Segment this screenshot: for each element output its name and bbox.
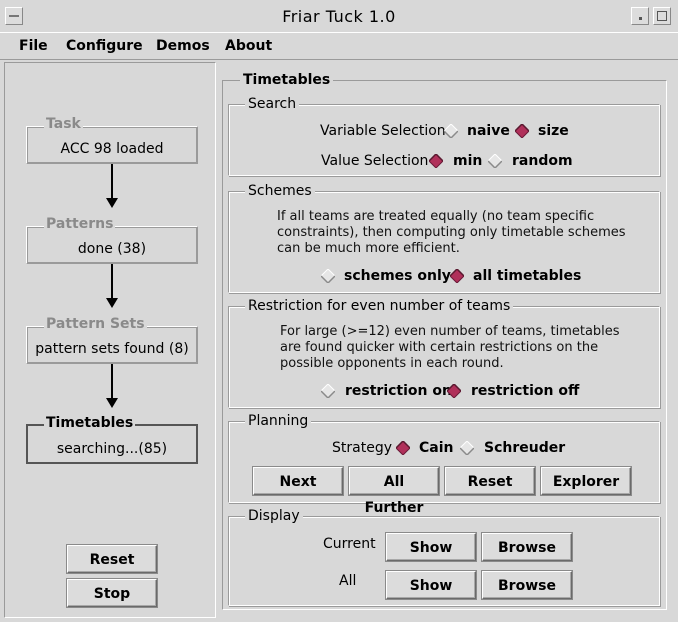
- planning-group-title: Planning: [245, 413, 312, 429]
- radio-selected-icon: [515, 124, 529, 138]
- radio-all-timetables-label[interactable]: all timetables: [473, 268, 582, 284]
- radio-all-timetables[interactable]: [450, 269, 464, 283]
- timetables-title: Timetables: [240, 72, 334, 88]
- radio-naive-label[interactable]: naive: [467, 123, 510, 139]
- radio-random[interactable]: [488, 154, 502, 168]
- flow-arrow: [111, 364, 113, 398]
- stage-task-label: Task: [44, 116, 83, 132]
- window-title: Friar Tuck 1.0: [282, 7, 396, 26]
- all-show-button[interactable]: Show: [386, 571, 476, 599]
- all-further-button[interactable]: All Further: [349, 467, 439, 516]
- menu-about[interactable]: About: [225, 38, 273, 54]
- search-group-title: Search: [245, 96, 300, 112]
- flow-arrow-head: [106, 398, 118, 408]
- restriction-description-line: are found quicker with certain restricti…: [280, 340, 599, 355]
- menu-file[interactable]: File: [19, 38, 48, 54]
- display-group: [228, 516, 660, 606]
- radio-random-label[interactable]: random: [512, 153, 573, 169]
- schemes-description-line: constraints), then computing only timeta…: [277, 225, 626, 240]
- restriction-description-line: For large (>=12) even number of teams, t…: [280, 324, 620, 339]
- all-browse-button[interactable]: Browse: [482, 571, 572, 599]
- radio-cain[interactable]: [396, 441, 410, 455]
- stage-patterns-status: done (38): [77, 241, 147, 257]
- title-bar: Friar Tuck 1.0: [0, 0, 678, 33]
- stage-timetables-status: searching...(85): [56, 441, 168, 457]
- radio-size[interactable]: [515, 124, 529, 138]
- radio-min[interactable]: [429, 154, 443, 168]
- flow-arrow-head: [106, 198, 118, 208]
- flow-reset-button[interactable]: Reset: [67, 545, 157, 573]
- display-group-title: Display: [245, 508, 303, 524]
- radio-restriction-off-label[interactable]: restriction off: [471, 383, 580, 399]
- planning-group: [228, 421, 660, 503]
- window-menu-icon[interactable]: [5, 7, 23, 25]
- radio-schemes-only[interactable]: [321, 269, 335, 283]
- radio-schemes-only-label[interactable]: schemes only: [344, 268, 451, 284]
- menu-configure[interactable]: Configure: [66, 38, 143, 54]
- maximize-icon[interactable]: [653, 7, 671, 25]
- current-show-button[interactable]: Show: [386, 533, 476, 561]
- value-selection-label: Value Selection: [321, 153, 429, 169]
- planning-reset-button[interactable]: Reset: [445, 467, 535, 495]
- restriction-description-line: possible opponents in each round.: [280, 356, 504, 371]
- radio-schreuder[interactable]: [460, 441, 474, 455]
- strategy-label: Strategy: [332, 440, 392, 456]
- menu-demos[interactable]: Demos: [156, 38, 210, 54]
- radio-restriction-on[interactable]: [321, 384, 335, 398]
- stage-pattern-sets-label: Pattern Sets: [44, 316, 147, 332]
- explorer-button[interactable]: Explorer: [541, 467, 631, 495]
- next-button[interactable]: Next: [253, 467, 343, 495]
- radio-naive[interactable]: [444, 124, 458, 138]
- radio-restriction-off[interactable]: [447, 384, 461, 398]
- search-group: [228, 104, 660, 176]
- schemes-description-line: can be much more efficient.: [277, 241, 460, 256]
- radio-unselected-icon: [321, 269, 335, 283]
- radio-selected-icon: [429, 154, 443, 168]
- radio-selected-icon: [396, 441, 410, 455]
- radio-unselected-icon: [444, 124, 458, 138]
- variable-selection-label: Variable Selection: [320, 123, 446, 139]
- flow-stop-button[interactable]: Stop: [67, 579, 157, 607]
- radio-cain-label[interactable]: Cain: [419, 440, 454, 456]
- display-all-label: All: [339, 573, 357, 589]
- current-browse-button[interactable]: Browse: [482, 533, 572, 561]
- menu-bar: File Configure Demos About: [0, 32, 678, 60]
- radio-unselected-icon: [488, 154, 502, 168]
- radio-schreuder-label[interactable]: Schreuder: [484, 440, 566, 456]
- minimize-icon[interactable]: [631, 7, 649, 25]
- radio-unselected-icon: [460, 441, 474, 455]
- stage-timetables-label: Timetables: [44, 415, 136, 431]
- display-current-label: Current: [323, 536, 376, 552]
- flow-arrow-head: [106, 298, 118, 308]
- radio-size-label[interactable]: size: [538, 123, 569, 139]
- flow-panel: [4, 62, 216, 618]
- stage-task-box: [26, 126, 198, 164]
- schemes-description-line: If all teams are treated equally (no tea…: [277, 209, 595, 224]
- radio-unselected-icon: [321, 384, 335, 398]
- timetables-frame: [222, 80, 667, 610]
- schemes-group-title: Schemes: [245, 183, 315, 199]
- restriction-group-title: Restriction for even number of teams: [245, 298, 514, 314]
- stage-task-status: ACC 98 loaded: [60, 141, 164, 157]
- flow-arrow: [111, 264, 113, 298]
- stage-pattern-sets-status: pattern sets found (8): [35, 341, 189, 357]
- radio-min-label[interactable]: min: [453, 153, 483, 169]
- radio-selected-icon: [447, 384, 461, 398]
- radio-selected-icon: [450, 269, 464, 283]
- flow-arrow: [111, 164, 113, 198]
- radio-restriction-on-label[interactable]: restriction on: [345, 383, 452, 399]
- stage-patterns-label: Patterns: [44, 216, 116, 232]
- schemes-group: [228, 191, 660, 293]
